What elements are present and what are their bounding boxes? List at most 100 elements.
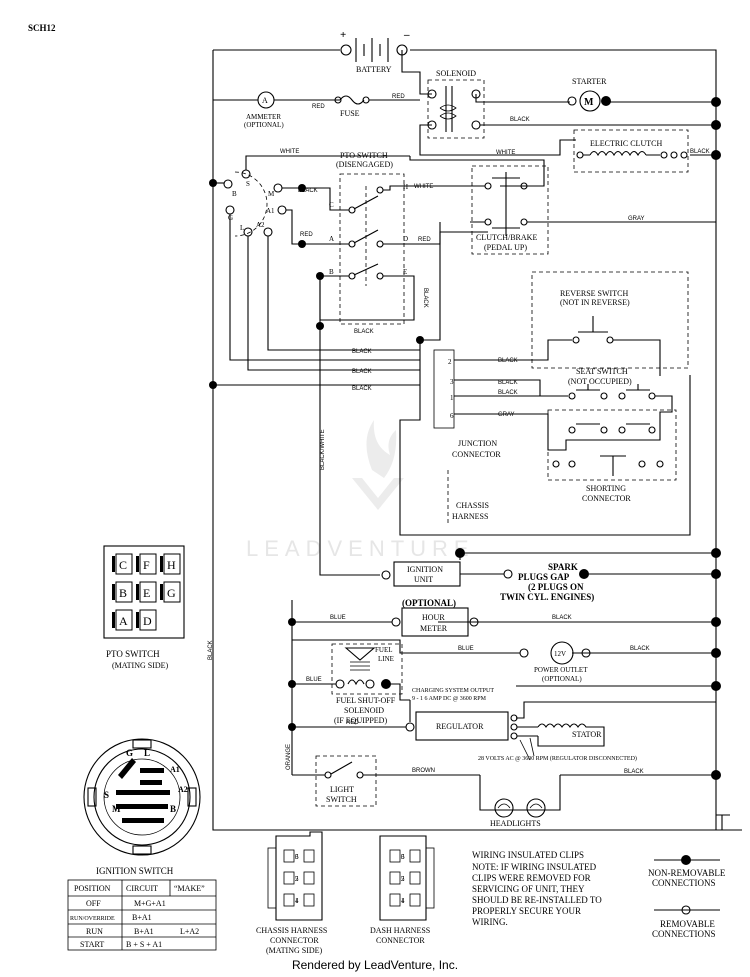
wire-label: RED xyxy=(418,237,431,243)
pto-term-a: A xyxy=(329,235,334,243)
ignition-face-l: L xyxy=(144,748,150,758)
shorting-connector-label-2: CONNECTOR xyxy=(582,494,631,503)
wire-label: WHITE xyxy=(280,149,299,155)
ign-term-m: M xyxy=(268,190,275,198)
wire-label: BLACK xyxy=(352,349,372,355)
wire-label: BLUE xyxy=(330,615,346,621)
note-title: WIRING INSULATED CLIPS xyxy=(472,850,584,860)
pto-mating-pin xyxy=(163,553,181,575)
watermark: LEADVENTURE xyxy=(246,420,475,561)
reverse-seat-switches: REVERSE SWITCH (NOT IN REVERSE) SEAT SWI… xyxy=(531,271,689,503)
note-line: SHOULD BE RE-INSTALLED TO xyxy=(472,895,602,905)
watermark-text: LEADVENTURE xyxy=(246,536,475,561)
regulator-label: REGULATOR xyxy=(436,722,484,731)
clutch-brake-label-pedal: (PEDAL UP) xyxy=(484,243,527,252)
pto-switch-label: PTO SWITCH xyxy=(340,151,388,160)
charging-output-value: 9 - 1 6 AMP DC @ 3600 RPM xyxy=(412,696,487,702)
connector-pin-label: 5 xyxy=(295,875,299,883)
wiring-note: WIRING INSULATED CLIPS NOTE: IF WIRING I… xyxy=(472,850,602,927)
battery-minus: – xyxy=(403,29,410,41)
power-outlet-label-2: (OPTIONAL) xyxy=(542,675,582,683)
pto-mating-pin-tab xyxy=(112,584,115,600)
pto-mating-pin xyxy=(115,609,133,631)
legend-non-removable: NON-REMOVABLE xyxy=(648,868,726,878)
connector-pin xyxy=(409,893,421,907)
pto-switch: PTO SWITCH (DISENGAGED) C H A D B E WHIT… xyxy=(316,151,488,576)
hour-meter-label: HOUR xyxy=(422,613,445,622)
wire-label: BLACK xyxy=(624,769,644,775)
pto-mating-pin xyxy=(115,553,133,575)
fuel-line-label: FUEL xyxy=(375,646,393,654)
wire-label: BLACK xyxy=(498,380,518,386)
table-cell: B+A1 xyxy=(132,913,152,922)
connector-pin xyxy=(283,893,295,907)
ignition-unit-label: IGNITION xyxy=(407,565,443,574)
connector-pin-label: 1 xyxy=(401,897,405,905)
connector-pin-label: 6 xyxy=(295,853,299,861)
spark-plug-note: (2 PLUGS ON xyxy=(528,582,584,592)
wire-label: BLACK xyxy=(552,615,572,621)
chassis-harness-label-2: HARNESS xyxy=(452,512,488,521)
connector-pin xyxy=(389,893,401,907)
ign-term-s: S xyxy=(246,180,250,188)
ignition-switch-title: IGNITION SWITCH xyxy=(96,866,174,876)
connector-pin-label: 1 xyxy=(295,897,299,905)
junction-pin: 3 xyxy=(450,378,454,386)
pto-mating-pin-label: H xyxy=(167,558,176,572)
seat-switch-label: SEAT SWITCH xyxy=(576,367,628,376)
pto-mating-pin-label: F xyxy=(143,558,150,572)
connector-pin xyxy=(283,849,295,863)
fuel-shutoff-solenoid: FUEL LINE BLUE FUEL SHUT-OFF SOLENOID (I… xyxy=(288,643,410,725)
pto-mating-pin-label: G xyxy=(167,586,176,600)
ammeter-label-optional: (OPTIONAL) xyxy=(244,121,284,129)
light-switch-label-2: SWITCH xyxy=(326,795,357,804)
legend: NON-REMOVABLE CONNECTIONS REMOVABLE CONN… xyxy=(648,855,726,939)
seat-switch-label-2: (NOT OCCUPIED) xyxy=(568,377,632,386)
pto-mating-pin-tab xyxy=(160,556,163,572)
ign-term-l: L xyxy=(240,224,244,232)
pto-switch-label-disengaged: (DISENGAGED) xyxy=(336,160,393,169)
wire-label: BLACK xyxy=(352,369,372,375)
ignition-face-g: G xyxy=(126,748,133,758)
shorting-connector-label: SHORTING xyxy=(586,484,626,493)
main-wiring xyxy=(212,49,742,831)
pto-mating-pin xyxy=(115,581,133,603)
wire-label: BLACK/WHITE xyxy=(320,429,326,470)
chassis-connector-label-3: (MATING SIDE) xyxy=(266,946,323,955)
table-cell: M+G+A1 xyxy=(134,899,166,908)
pto-mating-pin-label: D xyxy=(143,614,152,628)
junction-label-2: CONNECTOR xyxy=(452,450,501,459)
starter-symbol: M xyxy=(584,97,594,108)
stator-voltage-note: 28 VOLTS AC @ 3600 RPM (REGULATOR DISCON… xyxy=(478,755,637,762)
ignition-face-s: S xyxy=(104,790,109,800)
wire-label: WHITE xyxy=(414,184,433,190)
power-outlet-label: POWER OUTLET xyxy=(534,666,588,674)
removable-node-icon xyxy=(681,905,691,915)
note-line: SERVICING OF UNIT, THEY xyxy=(472,884,585,894)
power-outlet-symbol: 12V xyxy=(554,650,566,658)
ignition-switch-face: G L A1 A2 S B M IGNITION SWITCH xyxy=(83,738,201,876)
clutch-brake-label: CLUTCH/BRAKE xyxy=(476,233,537,242)
fuel-solenoid-label-2: SOLENOID xyxy=(344,706,384,715)
connector-pin-label: 4 xyxy=(401,897,405,905)
dash-connector-label: DASH HARNESS xyxy=(370,926,430,935)
hour-meter: (OPTIONAL) HOUR METER BLUE BLACK xyxy=(288,598,572,637)
battery: + – BATTERY xyxy=(340,29,410,74)
ignition-face-m: M xyxy=(112,804,121,814)
table-header: “MAKE” xyxy=(174,884,205,893)
wire-label: BLACK xyxy=(354,329,374,335)
pto-mating-pin-label: A xyxy=(119,614,128,628)
wire-label: BLACK xyxy=(352,386,372,392)
fuel-solenoid-label-3: (IF EQUIPPED) xyxy=(334,716,387,725)
ammeter-symbol: A xyxy=(262,96,268,105)
wire-label: BLACK xyxy=(498,358,518,364)
headlights-label: HEADLIGHTS xyxy=(490,819,541,828)
bus-nodes xyxy=(711,97,721,780)
pto-mating-pin-tab xyxy=(136,612,139,628)
clutch-brake-switch: WHITE GRAY CLUTCH/BRAKE (PEDAL UP) xyxy=(409,150,716,341)
power-outlet: BLUE 12V BLACK POWER OUTLET (OPTIONAL) xyxy=(292,639,650,683)
table-cell: START xyxy=(80,940,104,949)
pto-mating-pin-tab xyxy=(136,556,139,572)
wire-label: RED xyxy=(300,232,313,238)
table-header: POSITION xyxy=(74,884,111,893)
